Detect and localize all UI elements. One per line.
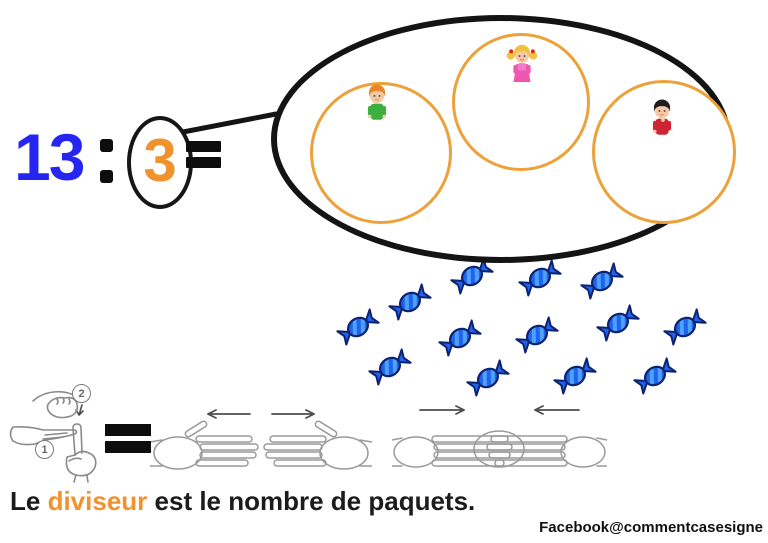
candy-icon bbox=[632, 357, 678, 395]
candy-icon bbox=[367, 348, 413, 386]
closed-hand bbox=[65, 450, 97, 477]
candy-icon bbox=[437, 319, 483, 357]
arrow-left-icon bbox=[534, 405, 580, 415]
candy-icon bbox=[465, 359, 511, 397]
arrow-left-icon bbox=[207, 409, 251, 419]
arrow-right-icon bbox=[271, 409, 315, 419]
divisor-number: 3 bbox=[143, 126, 177, 194]
equals-sign-bottom-bar bbox=[186, 157, 221, 168]
division-colon-dot-top bbox=[100, 139, 113, 152]
candy-icon bbox=[387, 283, 433, 321]
packet-circle-3 bbox=[592, 80, 736, 224]
right-palm bbox=[319, 436, 369, 470]
left-palm bbox=[153, 436, 203, 470]
caption-keyword-diviseur: diviseur bbox=[47, 486, 148, 516]
sign-division-hands-icon bbox=[9, 391, 97, 483]
division-colon-dot-bottom bbox=[100, 170, 113, 183]
caption-lead: Le bbox=[10, 486, 48, 516]
dividend-number: 13 bbox=[14, 120, 85, 194]
character-girl-pink-icon bbox=[506, 44, 538, 82]
candy-icon bbox=[449, 257, 495, 295]
candy-icon bbox=[552, 357, 598, 395]
index-finger-up bbox=[72, 423, 83, 456]
credit-text: Facebook@commentcasesigne bbox=[539, 519, 763, 536]
candy-icon bbox=[514, 316, 560, 354]
caption-text: Le diviseur est le nombre de paquets. bbox=[10, 486, 475, 517]
character-boy-red-icon bbox=[652, 99, 672, 135]
sign-spread-hands-icon bbox=[150, 409, 372, 470]
candy-icon bbox=[517, 259, 563, 297]
sign-gather-hands-icon bbox=[392, 405, 607, 468]
equals-sign-top-bar bbox=[186, 141, 221, 152]
character-boy-green-icon bbox=[367, 84, 387, 120]
step-2-badge: 2 bbox=[72, 384, 91, 403]
divisor-highlight-circle: 3 bbox=[127, 116, 193, 209]
step-1-badge: 1 bbox=[35, 440, 54, 459]
equals-sign-big-top-bar bbox=[105, 424, 151, 436]
caption-rest: est le nombre de paquets. bbox=[147, 486, 476, 516]
candy-icon bbox=[579, 262, 625, 300]
motion-arc bbox=[32, 391, 78, 402]
candy-icon bbox=[595, 304, 641, 342]
candy-icon bbox=[662, 308, 708, 346]
candy-icon bbox=[335, 308, 381, 346]
arrow-right-icon bbox=[419, 405, 465, 415]
equals-sign-big-bottom-bar bbox=[105, 441, 151, 453]
packet-circle-2 bbox=[452, 33, 590, 171]
clasped-hands bbox=[473, 430, 525, 468]
fist-hand bbox=[46, 396, 79, 419]
